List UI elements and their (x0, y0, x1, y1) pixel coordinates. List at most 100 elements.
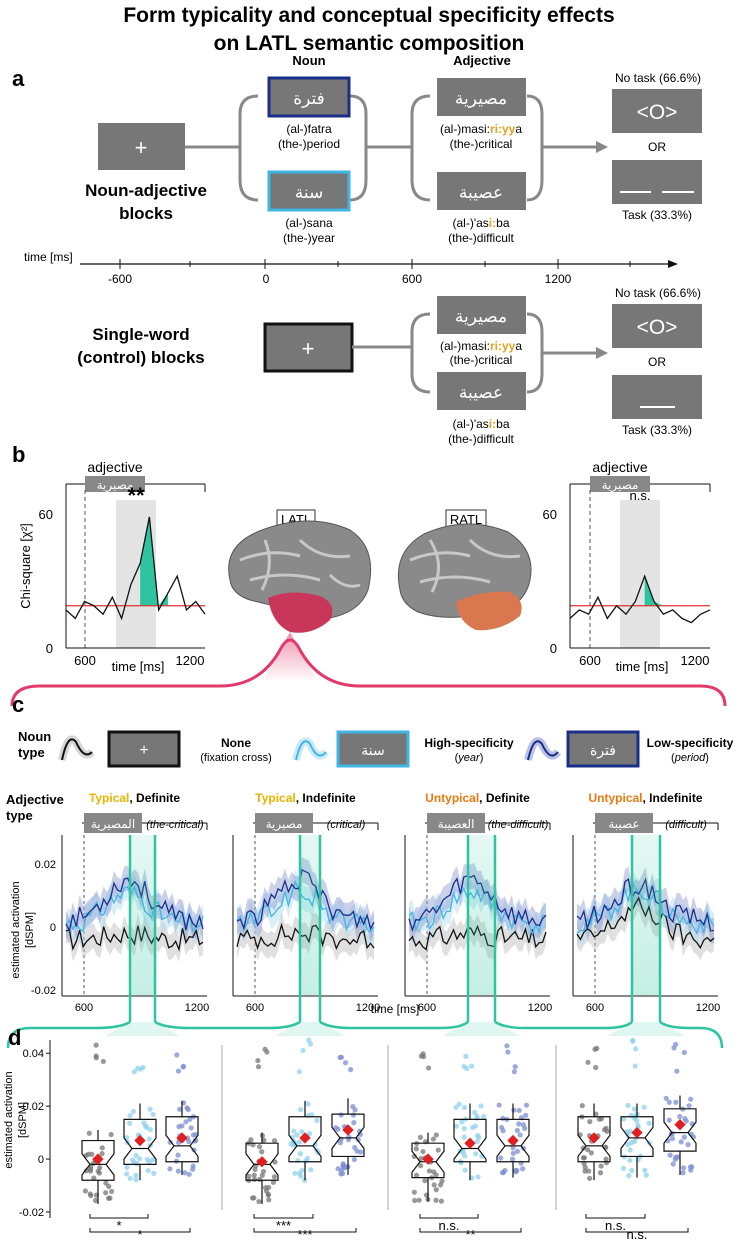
d-point (308, 1167, 314, 1173)
d-point (350, 1104, 356, 1110)
c-condition-header: Typical, Indefinite (255, 791, 356, 805)
b-left-ytick-60: 60 (39, 507, 53, 522)
d-point (351, 1120, 357, 1126)
d-point (256, 1144, 263, 1150)
block1-arrowhead (596, 141, 608, 153)
c-ytick: -0.02 (31, 985, 56, 997)
d-point (475, 1174, 481, 1180)
d-point (127, 1175, 133, 1181)
c-adj-gloss: (critical) (327, 819, 366, 831)
d-ytick: 0.04 (23, 1048, 44, 1060)
d-outlier (262, 1046, 268, 1052)
d-point (337, 1140, 343, 1146)
d-point (663, 1095, 669, 1101)
d-point (133, 1172, 139, 1178)
latl-bracket (10, 638, 727, 707)
d-point (151, 1170, 157, 1176)
d-outlier (632, 1063, 638, 1069)
d-point (91, 1175, 97, 1181)
c-window-3 (468, 835, 495, 995)
d-point (586, 1168, 592, 1174)
d-point (680, 1165, 687, 1171)
d-point (584, 1147, 591, 1153)
c-condition-def: , Indefinite (643, 791, 703, 805)
d-point (295, 1157, 301, 1164)
d-point (666, 1099, 672, 1105)
noun-gloss-year: (the-)year (283, 231, 335, 245)
panel-d-letter: d (8, 1025, 21, 1050)
d-point (509, 1156, 516, 1162)
c-adj-gloss: (the-critical) (146, 819, 204, 831)
d-point (629, 1167, 635, 1174)
d-outlier (511, 1069, 517, 1075)
c-xtick-1200: 1200 (356, 1002, 380, 1014)
d-point (438, 1198, 444, 1204)
right-brain (397, 523, 532, 631)
no-task-label: No task (66.6%) (615, 71, 701, 85)
d-point (88, 1166, 94, 1172)
d-point (150, 1157, 156, 1163)
d-point (188, 1125, 194, 1131)
d-outlier (347, 1067, 354, 1073)
d-point (137, 1156, 143, 1162)
d-box (453, 1118, 487, 1163)
d-outlier (342, 1060, 349, 1066)
d-point (431, 1182, 437, 1188)
d-outlier (585, 1059, 591, 1065)
no-task-symbol: <O> (637, 101, 678, 124)
b-left-adj-box (85, 476, 145, 492)
b-right-ytick-60: 60 (543, 507, 557, 522)
d-outlier (93, 1055, 99, 1061)
time-tick-1200: 1200 (545, 272, 572, 286)
c-window-fade (105, 1022, 180, 1036)
c-condition-header: Untypical, Indefinite (588, 791, 702, 805)
d-point (474, 1113, 480, 1119)
b-right-plot-area (569, 574, 711, 624)
b-left-xlabel: time [ms] (112, 659, 165, 674)
d-sig-bracket-long (89, 1228, 191, 1233)
c-ytick: 0.02 (35, 859, 56, 871)
d-point (625, 1102, 631, 1108)
d-point (175, 1152, 181, 1158)
d-point (581, 1155, 587, 1161)
ratl-region (456, 591, 522, 631)
d-mean-marker (674, 1119, 686, 1131)
c-xlabel: time [ms] (371, 1002, 420, 1016)
d-point (646, 1120, 652, 1126)
d-point (480, 1114, 487, 1120)
c-adj-box (255, 813, 313, 833)
d-point (587, 1175, 593, 1181)
d-sig-bracket-short (585, 1214, 646, 1219)
b-right-xtick-1200: 1200 (681, 653, 710, 668)
d-point (130, 1108, 137, 1115)
d-point (686, 1103, 692, 1109)
d-outlier (512, 1064, 518, 1070)
d-point (147, 1126, 153, 1133)
d-point (514, 1148, 521, 1154)
noun-header: Noun (292, 53, 325, 68)
d-mean-marker (507, 1134, 519, 1147)
b-left-xtick-600: 600 (74, 653, 96, 668)
noun-gloss-period: (the-)period (278, 137, 340, 151)
d-point (496, 1102, 502, 1108)
d-point (262, 1185, 269, 1191)
d-box (577, 1116, 611, 1163)
d-point (681, 1134, 687, 1140)
d-mean-marker (464, 1137, 476, 1149)
d-point (167, 1139, 173, 1145)
d-box (411, 1142, 445, 1179)
d-outlier (594, 1045, 600, 1051)
time-tick-0: 0 (263, 272, 270, 286)
c-condition-header: Typical, Definite (89, 791, 180, 805)
d-point (422, 1178, 428, 1184)
b-left-ytick-0: 0 (46, 641, 53, 656)
d-point (297, 1139, 303, 1145)
control-adj-box-critical (437, 296, 526, 334)
d-point (461, 1125, 467, 1132)
d-point (145, 1168, 151, 1174)
control-adj-box-difficult (437, 372, 526, 410)
d-point (413, 1172, 420, 1178)
legend-high-box-text: سنة (361, 743, 384, 759)
c-adj-box (427, 813, 485, 833)
d-ytick: 0.02 (23, 1101, 44, 1113)
